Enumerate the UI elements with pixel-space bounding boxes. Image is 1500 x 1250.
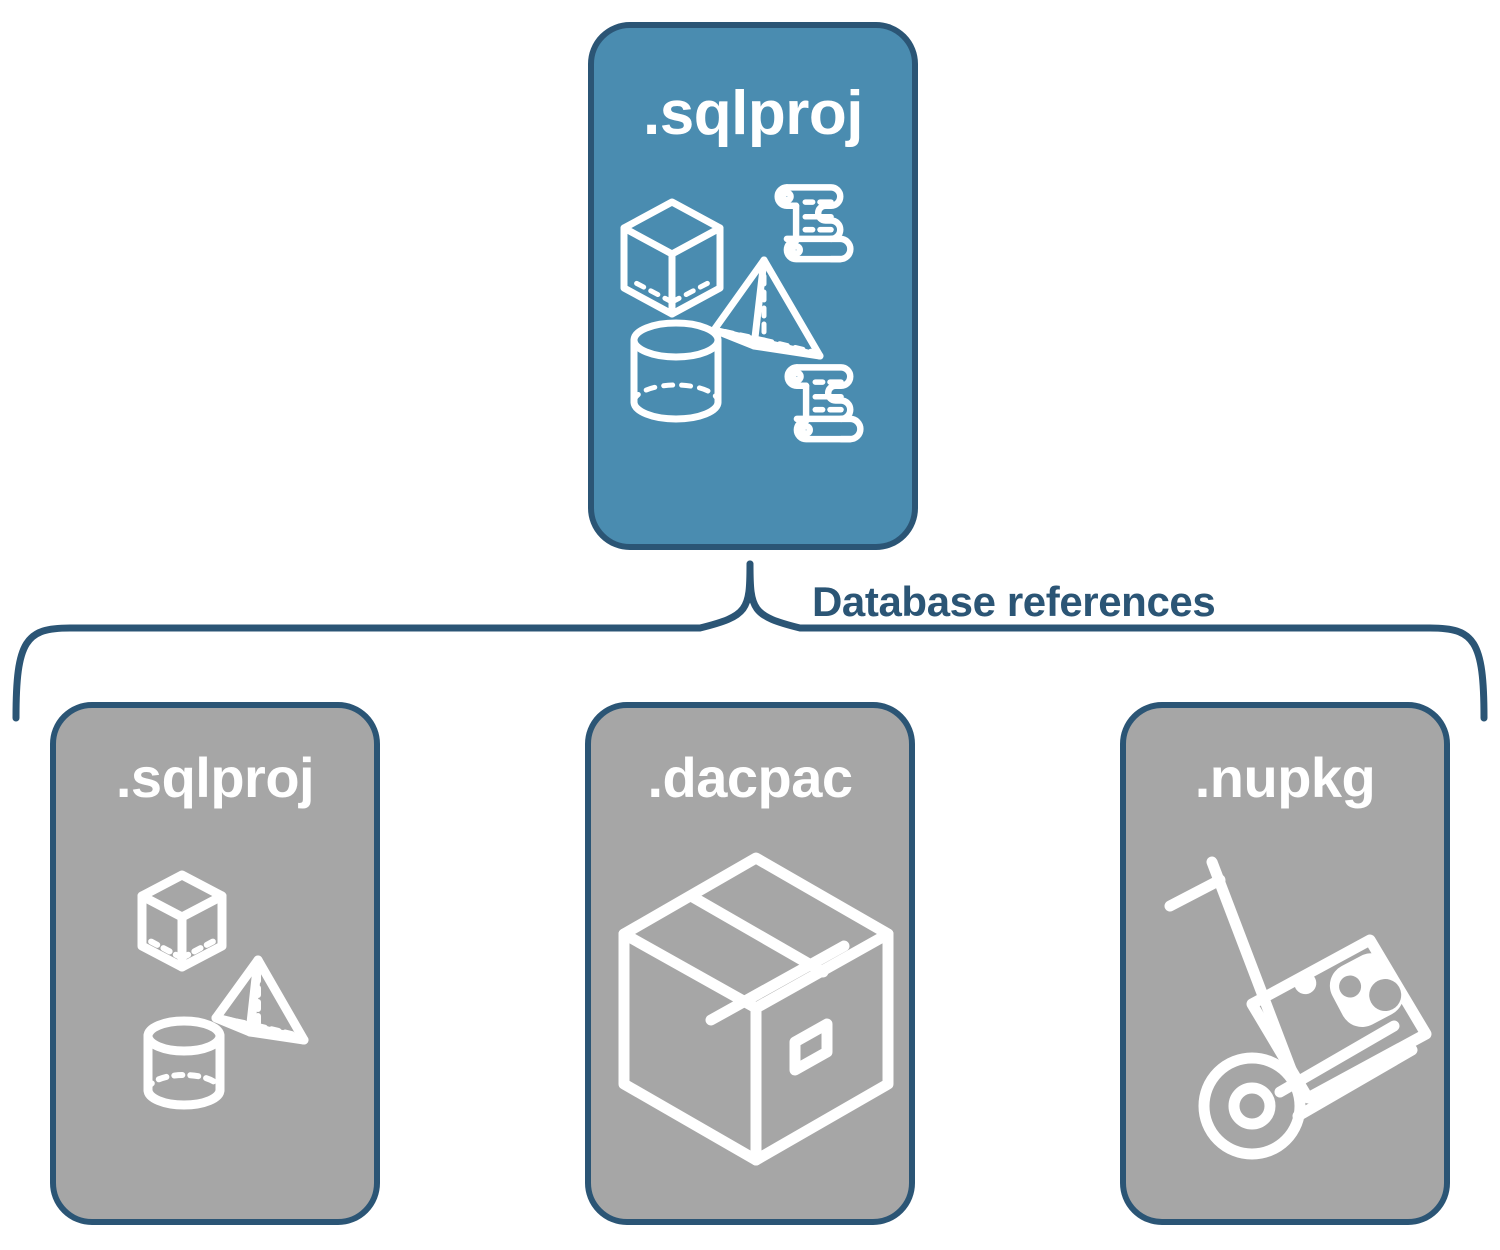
scroll-icon: [774, 184, 854, 263]
root-card-sqlproj[interactable]: .sqlproj: [588, 22, 918, 550]
reference-card-icon-group: [1126, 838, 1444, 1168]
wireframe-cylinder-icon: [630, 319, 722, 423]
reference-card-label: .sqlproj: [115, 746, 315, 809]
bracket-label: Database references: [812, 578, 1216, 625]
wireframe-cube-icon: [620, 198, 724, 318]
wireframe-pyramid-icon: [211, 955, 309, 1045]
root-card-icon-group: [594, 168, 912, 458]
wireframe-pyramid-icon: [710, 256, 824, 360]
reference-card-label: .dacpac: [647, 746, 853, 809]
reference-card-icon-group: [591, 838, 909, 1168]
reference-card-dacpac[interactable]: .dacpac: [585, 702, 915, 1225]
reference-card-sqlproj[interactable]: .sqlproj: [50, 702, 380, 1225]
reference-card-nupkg[interactable]: .nupkg: [1120, 702, 1450, 1225]
reference-card-label: .nupkg: [1194, 746, 1376, 809]
reference-card-icon-group: [56, 838, 374, 1168]
root-card-label: .sqlproj: [643, 79, 863, 148]
package-box-icon: [618, 852, 894, 1166]
wireframe-cylinder-icon: [143, 1016, 225, 1110]
wireframe-cube-icon: [137, 870, 227, 972]
hand-truck-nuget-icon: [1164, 856, 1432, 1160]
scroll-icon: [784, 364, 864, 443]
